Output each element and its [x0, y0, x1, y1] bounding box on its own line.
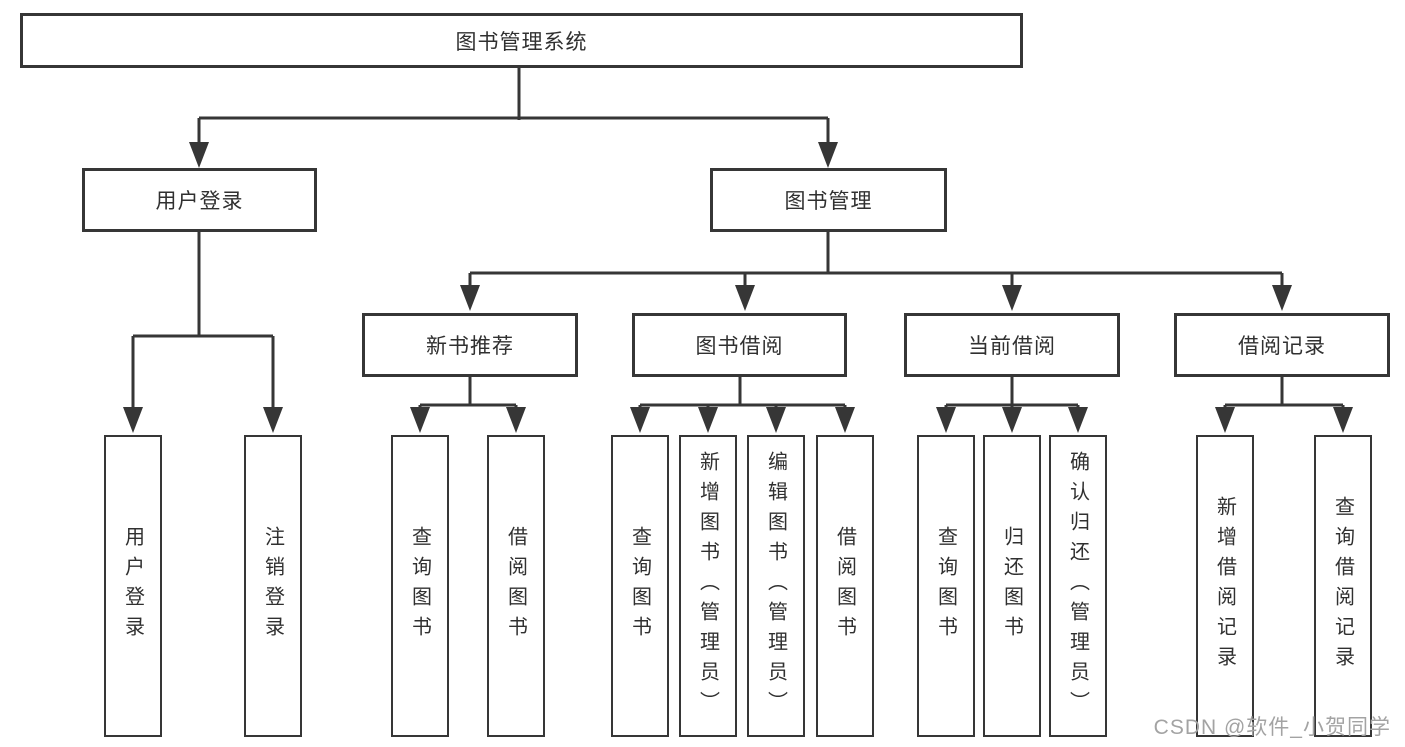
leaf-add-borrow-record-label: 新增借阅记录	[1213, 496, 1236, 676]
leaf-query-books-borrowing-label: 查询图书	[628, 526, 651, 646]
node-user-login: 用户登录	[82, 168, 317, 232]
leaf-query-borrow-record: 查询借阅记录	[1314, 435, 1372, 737]
leaf-add-book-admin-label: 新增图书（管理员）	[696, 451, 719, 721]
node-borrowing-records-label: 借阅记录	[1238, 335, 1326, 358]
node-user-login-label: 用户登录	[155, 190, 244, 213]
node-current-borrowing-label: 当前借阅	[968, 335, 1056, 358]
leaf-query-books-current: 查询图书	[917, 435, 975, 737]
leaf-logout-label: 注销登录	[261, 526, 284, 646]
node-root: 图书管理系统	[20, 13, 1023, 68]
leaf-query-borrow-record-label: 查询借阅记录	[1331, 496, 1354, 676]
leaf-return-book: 归还图书	[983, 435, 1041, 737]
connector-arrowheads	[123, 142, 1353, 433]
leaf-user-login: 用户登录	[104, 435, 162, 737]
leaf-edit-book-admin: 编辑图书（管理员）	[747, 435, 805, 737]
leaf-query-books-recommend: 查询图书	[391, 435, 449, 737]
leaf-borrow-books-label: 借阅图书	[833, 526, 856, 646]
node-book-management-label: 图书管理	[784, 190, 873, 213]
leaf-user-login-label: 用户登录	[121, 526, 144, 646]
leaf-confirm-return-admin-label: 确认归还（管理员）	[1066, 451, 1089, 721]
node-root-label: 图书管理系统	[455, 30, 588, 54]
leaf-borrow-books: 借阅图书	[816, 435, 874, 737]
leaf-borrow-books-recommend-label: 借阅图书	[504, 526, 527, 646]
node-new-book-recommend-label: 新书推荐	[426, 335, 514, 358]
leaf-confirm-return-admin: 确认归还（管理员）	[1049, 435, 1107, 737]
leaf-return-book-label: 归还图书	[1000, 526, 1023, 646]
leaf-add-borrow-record: 新增借阅记录	[1196, 435, 1254, 737]
leaf-query-books-current-label: 查询图书	[934, 526, 957, 646]
node-current-borrowing: 当前借阅	[904, 313, 1120, 377]
leaf-add-book-admin: 新增图书（管理员）	[679, 435, 737, 737]
leaf-query-books-borrowing: 查询图书	[611, 435, 669, 737]
node-book-borrowing-label: 图书借阅	[695, 335, 784, 358]
leaf-borrow-books-recommend: 借阅图书	[487, 435, 545, 737]
node-new-book-recommend: 新书推荐	[362, 313, 578, 377]
leaf-query-books-recommend-label: 查询图书	[408, 526, 431, 646]
node-book-management: 图书管理	[710, 168, 947, 232]
leaf-logout: 注销登录	[244, 435, 302, 737]
leaf-edit-book-admin-label: 编辑图书（管理员）	[764, 451, 787, 721]
node-borrowing-records: 借阅记录	[1174, 313, 1390, 377]
node-book-borrowing: 图书借阅	[632, 313, 847, 377]
